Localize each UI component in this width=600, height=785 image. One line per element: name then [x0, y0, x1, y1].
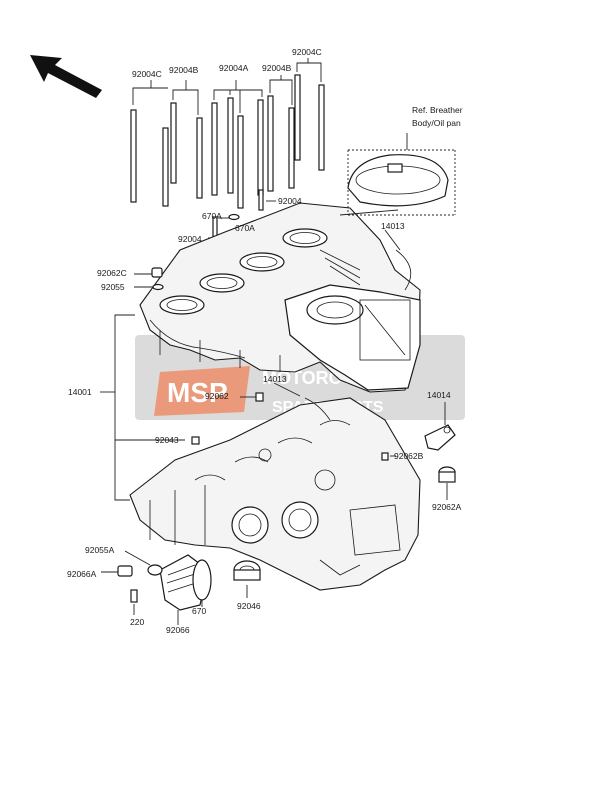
- callout-92062b: 92062B: [394, 451, 424, 461]
- callout-92004a: 92004A: [219, 63, 249, 73]
- callout-ref-breather-line2: Body/Oil pan: [412, 118, 461, 128]
- callout-670a-left: 670A: [202, 211, 222, 221]
- stud-bolt: [170, 102, 177, 184]
- callout-92062: 92062: [205, 391, 229, 401]
- callout-92004-left: 92004: [178, 234, 202, 244]
- lower-crankcase: [129, 397, 421, 591]
- front-direction-arrow-icon: [30, 55, 102, 98]
- stud-leaders: [132, 58, 322, 239]
- stud-bolt-short: [258, 189, 264, 211]
- stud-bolt: [130, 109, 137, 203]
- callout-220: 220: [130, 617, 144, 627]
- callout-14013-mid: 14013: [263, 374, 287, 384]
- o-ring-14013: [395, 249, 412, 291]
- stud-bolt: [227, 97, 234, 194]
- callout-92004b-left: 92004B: [169, 65, 199, 75]
- callout-670a-right: 670A: [235, 223, 255, 233]
- drain-plug-parts: [101, 550, 163, 615]
- stud-bolt: [318, 84, 325, 171]
- callout-92062a: 92062A: [432, 502, 462, 512]
- washer-670a: [228, 213, 240, 221]
- stud-bolts: [130, 74, 325, 240]
- callout-92004-right: 92004: [278, 196, 302, 206]
- callout-92043: 92043: [155, 435, 179, 445]
- small-parts-upper-left: [134, 267, 164, 291]
- callout-14014: 14014: [427, 390, 451, 400]
- callout-14013-top: 14013: [381, 221, 405, 231]
- breather-cover: [339, 133, 456, 216]
- callout-92066a: 92066A: [67, 569, 97, 579]
- small-parts-right: [115, 382, 456, 500]
- callout-92055a: 92055A: [85, 545, 115, 555]
- stud-bolt: [294, 74, 301, 161]
- stud-bolt: [257, 99, 264, 196]
- stud-bolt: [267, 95, 274, 192]
- callout-92066: 92066: [166, 625, 190, 635]
- callout-92055: 92055: [101, 282, 125, 292]
- bracket-14001: [114, 314, 135, 501]
- callout-670: 670: [192, 606, 206, 616]
- stud-bolt: [162, 127, 169, 207]
- oil-screen-92066: [159, 554, 212, 611]
- stud-bolt: [288, 107, 295, 189]
- callout-ref-breather-line1: Ref. Breather: [412, 105, 463, 115]
- callout-14001: 14001: [68, 387, 92, 397]
- watermark-logo: MSP: [167, 377, 228, 408]
- upper-crankcase: [139, 202, 421, 393]
- callout-92004b-right: 92004B: [262, 63, 292, 73]
- callout-92062c: 92062C: [97, 268, 127, 278]
- stud-bolt: [196, 117, 203, 199]
- bearing-92046: [233, 560, 261, 598]
- callout-92004c-left: 92004C: [132, 69, 162, 79]
- callout-92004c-top: 92004C: [292, 47, 322, 57]
- stud-bolt: [211, 102, 218, 196]
- callout-labels: 92004C 92004C 92004B 92004A 92004B Ref. …: [67, 47, 463, 635]
- callout-92046: 92046: [237, 601, 261, 611]
- stud-bolt: [237, 115, 244, 209]
